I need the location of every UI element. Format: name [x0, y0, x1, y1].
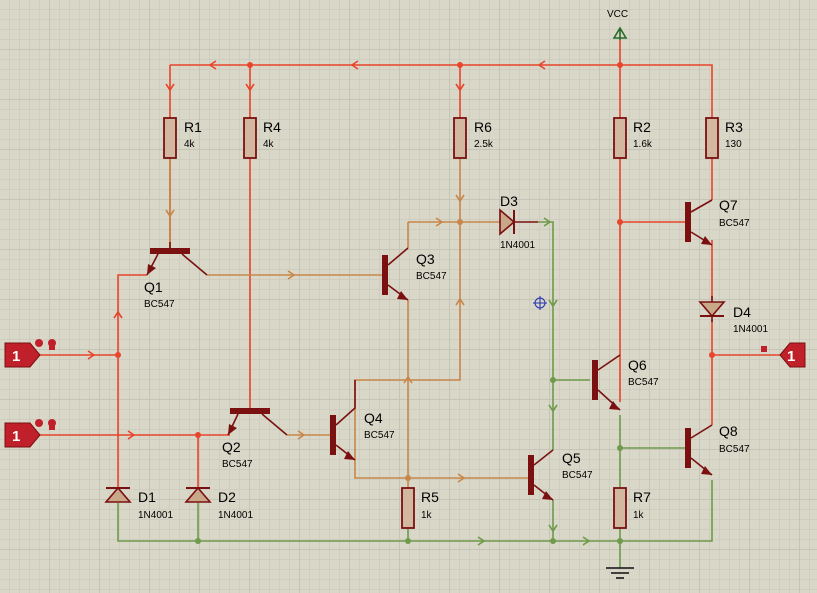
d1-value: 1N4001: [138, 510, 173, 521]
resistor-r4[interactable]: R4 4k: [243, 117, 281, 159]
transistor-q8[interactable]: Q8 BC547: [685, 423, 750, 476]
diode-d4[interactable]: D4 1N4001: [698, 296, 768, 335]
d1-name: D1: [138, 489, 156, 505]
d4-value: 1N4001: [733, 324, 768, 335]
q7-name: Q7: [719, 197, 738, 213]
q6-value: BC547: [628, 377, 659, 388]
diode-d1[interactable]: D1 1N4001: [104, 486, 173, 521]
q4-value: BC547: [364, 430, 395, 441]
d4-name: D4: [733, 304, 751, 320]
flow-arrows-gnd: [477, 217, 591, 546]
input-terminal-2[interactable]: 1: [4, 419, 56, 448]
r1-name: R1: [184, 119, 202, 135]
transistor-q7[interactable]: Q7 BC547: [685, 197, 750, 246]
diode-d3[interactable]: D3 1N4001: [499, 193, 538, 251]
resistor-r1[interactable]: R1 4k: [163, 117, 202, 159]
r2-name: R2: [633, 119, 651, 135]
d2-name: D2: [218, 489, 236, 505]
q3-name: Q3: [416, 251, 435, 267]
out-label: 1: [787, 348, 795, 365]
transistor-q2[interactable]: Q2 BC547: [222, 408, 288, 470]
junction-dots: [115, 62, 715, 544]
r3-name: R3: [725, 119, 743, 135]
transistor-q1[interactable]: Q1 BC547: [144, 242, 208, 310]
d3-name: D3: [500, 193, 518, 209]
r3-value: 130: [725, 139, 742, 150]
diode-d2[interactable]: D2 1N4001: [184, 486, 253, 521]
q4-name: Q4: [364, 410, 383, 426]
resistor-r7[interactable]: R7 1k: [613, 487, 651, 529]
q8-value: BC547: [719, 444, 750, 455]
r5-value: 1k: [421, 510, 433, 521]
d2-value: 1N4001: [218, 510, 253, 521]
resistor-r6[interactable]: R6 2.5k: [453, 117, 494, 159]
output-terminal[interactable]: 1: [761, 342, 806, 368]
flow-arrows-mid: [165, 194, 466, 483]
q6-name: Q6: [628, 357, 647, 373]
r6-name: R6: [474, 119, 492, 135]
r6-value: 2.5k: [474, 139, 494, 150]
q5-value: BC547: [562, 470, 593, 481]
resistor-r2[interactable]: R2 1.6k: [613, 117, 653, 159]
wires-vcc: [40, 40, 780, 490]
d3-value: 1N4001: [500, 240, 535, 251]
r4-name: R4: [263, 119, 281, 135]
probe-cursor-icon: [533, 296, 547, 310]
resistor-r3[interactable]: R3 130: [705, 117, 743, 159]
r4-value: 4k: [263, 139, 275, 150]
in1-label: 1: [12, 348, 20, 365]
in2-label: 1: [12, 428, 20, 445]
transistor-q5[interactable]: Q5 BC547: [528, 449, 593, 501]
q1-value: BC547: [144, 299, 175, 310]
r2-value: 1.6k: [633, 139, 653, 150]
q3-value: BC547: [416, 271, 447, 282]
r7-name: R7: [633, 489, 651, 505]
input-terminal-1[interactable]: 1: [4, 339, 56, 368]
flow-arrows-red: [87, 60, 546, 440]
q5-name: Q5: [562, 450, 581, 466]
transistor-q3[interactable]: Q3 BC547: [382, 247, 447, 301]
wires-gnd: [117, 221, 713, 568]
transistor-q6[interactable]: Q6 BC547: [592, 354, 659, 411]
q7-value: BC547: [719, 218, 750, 229]
ground-icon[interactable]: [606, 567, 634, 579]
r1-value: 4k: [184, 139, 196, 150]
q1-name: Q1: [144, 279, 163, 295]
resistor-r5[interactable]: R5 1k: [401, 487, 439, 529]
vcc-power-icon[interactable]: VCC: [607, 9, 628, 40]
wires-mid: [169, 158, 528, 488]
r7-value: 1k: [633, 510, 645, 521]
vcc-label: VCC: [607, 9, 628, 20]
r5-name: R5: [421, 489, 439, 505]
q2-name: Q2: [222, 439, 241, 455]
q8-name: Q8: [719, 423, 738, 439]
q2-value: BC547: [222, 459, 253, 470]
transistor-q4[interactable]: Q4 BC547: [330, 380, 395, 461]
